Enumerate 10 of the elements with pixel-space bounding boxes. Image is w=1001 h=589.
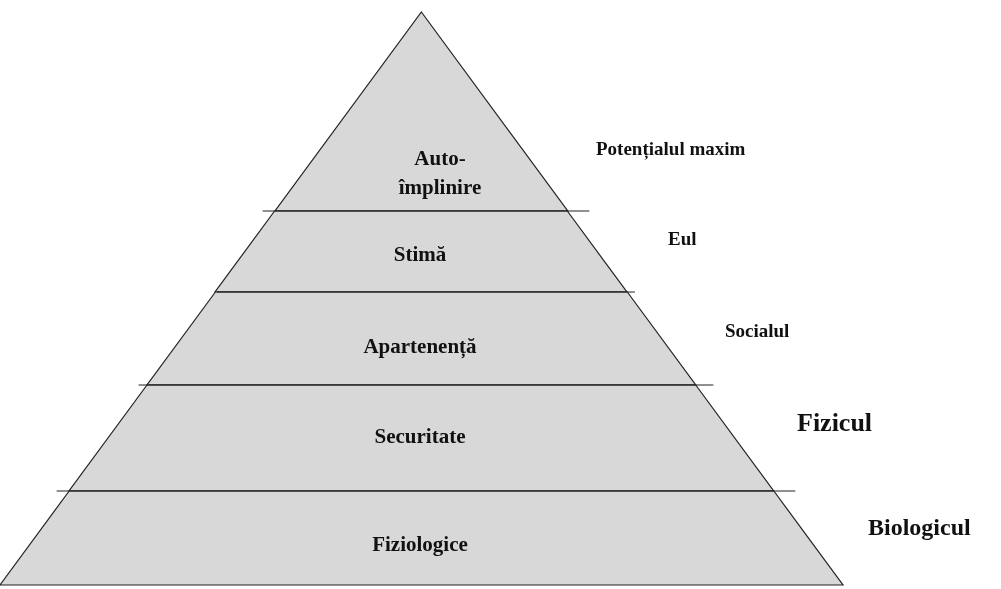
level-name: Auto- împlinire (397, 144, 483, 201)
level-label: Socialul (725, 320, 790, 342)
level-name: Fiziologice (371, 531, 469, 559)
level-label: Eul (668, 228, 697, 250)
level-name: Securitate (373, 423, 467, 451)
level-name: Apartenență (362, 333, 478, 361)
level-label: Potențialul maxim (596, 138, 746, 160)
level-label: Biologicul (868, 514, 971, 541)
level-label: Fizicul (797, 408, 873, 438)
level-name: Stimă (392, 241, 448, 269)
